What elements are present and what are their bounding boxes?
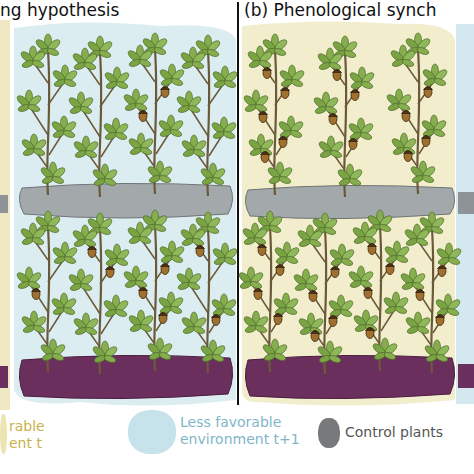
illustration-part (348, 139, 357, 150)
illustration-part (67, 36, 130, 197)
illustration-part (15, 34, 78, 195)
illustration-part (328, 114, 337, 125)
illustration-part (31, 289, 40, 300)
illustration-part (437, 266, 446, 277)
sapling-row (237, 210, 462, 374)
illustration-part (280, 88, 289, 99)
illustration-part (105, 267, 114, 278)
legend-text: Control plants (345, 424, 473, 441)
illustration-part (328, 316, 337, 327)
illustration-part (160, 87, 169, 98)
panel-edge (0, 20, 10, 410)
illustration-part (242, 34, 305, 195)
illustration-part (292, 213, 355, 374)
illustration-part (257, 245, 266, 256)
illustration-part (253, 289, 262, 300)
soil-edge (0, 195, 8, 213)
illustration-part (67, 213, 130, 374)
legend-swatch (318, 418, 340, 448)
illustration-part (423, 87, 432, 98)
soil-edge (458, 192, 474, 214)
illustration-part (401, 111, 410, 122)
control-soil (245, 185, 454, 218)
control-soil (19, 183, 232, 218)
illustration-part (15, 211, 78, 372)
illustration-part (67, 213, 130, 374)
environment-wash (456, 24, 474, 404)
illustration-part (415, 290, 424, 301)
sapling-row (15, 210, 238, 374)
illustration-part (347, 210, 410, 371)
sapling-row (15, 33, 238, 197)
legend-swatch (128, 410, 176, 454)
illustration-part (258, 112, 267, 123)
illustration-part (385, 33, 448, 194)
treatment-soil (19, 355, 232, 398)
illustration-part (421, 136, 430, 147)
illustration-part (385, 264, 394, 275)
illustration-part (403, 151, 412, 162)
illustration-part (275, 265, 284, 276)
illustration-part (138, 111, 147, 122)
illustration-part (122, 33, 185, 194)
illustration-part (292, 213, 355, 374)
illustration-part (262, 68, 271, 79)
legend-text: rable ent t (9, 418, 61, 452)
illustration-part (365, 328, 374, 339)
illustration-part (310, 331, 319, 342)
illustration-part (350, 90, 359, 101)
illustration-part (399, 212, 462, 373)
illustration-part (330, 267, 339, 278)
illustration-part (158, 313, 167, 324)
legend-swatch (0, 414, 7, 454)
illustration-part (122, 210, 185, 371)
illustration-part (260, 152, 269, 163)
illustration-part (273, 314, 282, 325)
panel-divider (237, 2, 239, 405)
illustration-part (175, 212, 238, 373)
sapling-row (242, 33, 448, 197)
illustration-part (175, 35, 238, 196)
illustration-part (15, 211, 78, 372)
soil-edge (0, 366, 8, 388)
illustration-part (385, 33, 448, 194)
treatment-soil (245, 355, 454, 398)
legend-text: Less favorable environment t+1 (180, 414, 308, 448)
illustration-part (363, 288, 372, 299)
illustration-part (312, 36, 375, 197)
illustration-part (211, 315, 220, 326)
illustration-part (15, 34, 78, 195)
illustration-part (122, 33, 185, 194)
illustration-part (237, 211, 300, 372)
panel-heading: (b) Phenological synch (244, 0, 438, 20)
illustration-part (435, 315, 444, 326)
illustration-part (367, 244, 376, 255)
illustration-part (347, 210, 410, 371)
illustration-part (160, 264, 169, 275)
illustration-part (312, 36, 375, 197)
illustration-part (278, 137, 287, 148)
illustration-part (138, 288, 147, 299)
soil-edge (458, 364, 474, 388)
illustration-part (332, 70, 341, 81)
illustration-part (122, 210, 185, 371)
illustration-part (87, 247, 96, 258)
illustration-part (175, 212, 238, 373)
illustration-part (175, 35, 238, 196)
illustration-part (242, 34, 305, 195)
illustration-part (308, 291, 317, 302)
illustration-part (237, 211, 300, 372)
panel-heading: ng hypothesis (0, 0, 121, 20)
illustration-part (195, 246, 204, 257)
illustration-part (67, 36, 130, 197)
illustration-part (399, 212, 462, 373)
